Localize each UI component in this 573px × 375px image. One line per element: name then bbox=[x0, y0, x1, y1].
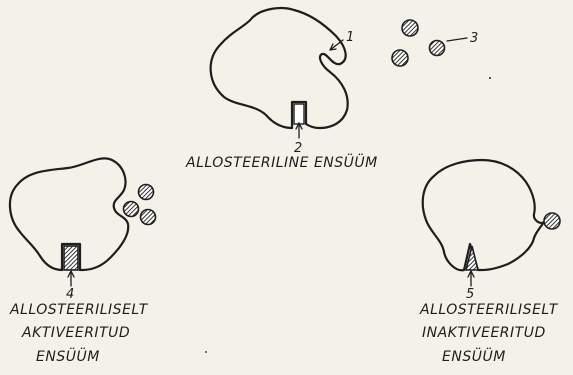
label-inactivated-line-2: INAKTIVEERITUD bbox=[422, 325, 546, 341]
label-activated-line-2: AKTIVEERITUD bbox=[21, 325, 130, 341]
label-inactivated-line-3: ENSÜÜM bbox=[442, 347, 506, 365]
effector-molecule bbox=[402, 20, 418, 36]
effector-molecule bbox=[392, 50, 408, 66]
inactivated-enzyme-group: 5 ALLOSTEERILISELT INAKTIVEERITUD ENSÜÜM bbox=[419, 160, 560, 365]
top-enzyme-group: 1 2 ALLOSTEERILINE ENSÜÜM bbox=[185, 8, 378, 171]
speck bbox=[205, 351, 207, 353]
label-activated-line-1: ALLOSTEERILISELT bbox=[9, 302, 149, 318]
top-enzyme-body bbox=[211, 8, 348, 128]
callout-3: 3 bbox=[470, 31, 478, 46]
activated-active-site bbox=[64, 246, 78, 270]
leader-3 bbox=[447, 38, 467, 41]
label-inactivated-line-1: ALLOSTEERILISELT bbox=[419, 302, 559, 318]
inactivated-enzyme-body bbox=[423, 160, 544, 270]
activated-enzyme-group: 4 ALLOSTEERILISELT AKTIVEERITUD ENSÜÜM bbox=[9, 158, 156, 365]
callout-2: 2 bbox=[294, 141, 302, 156]
callout-4: 4 bbox=[66, 287, 74, 302]
bound-inhibitor-molecule bbox=[544, 213, 560, 229]
label-activated-line-3: ENSÜÜM bbox=[36, 347, 100, 365]
callout-5: 5 bbox=[466, 287, 474, 302]
callout-1: 1 bbox=[346, 30, 354, 45]
bound-effector-molecule bbox=[141, 210, 156, 225]
free-effectors-group: 3 bbox=[392, 20, 491, 79]
top-active-site-pocket bbox=[294, 104, 304, 124]
label-allosteric-enzyme: ALLOSTEERILINE ENSÜÜM bbox=[185, 153, 378, 171]
bound-effector-molecule bbox=[124, 202, 139, 217]
effector-molecule bbox=[430, 41, 445, 56]
speck bbox=[489, 77, 491, 79]
bound-effector-molecule bbox=[139, 185, 154, 200]
